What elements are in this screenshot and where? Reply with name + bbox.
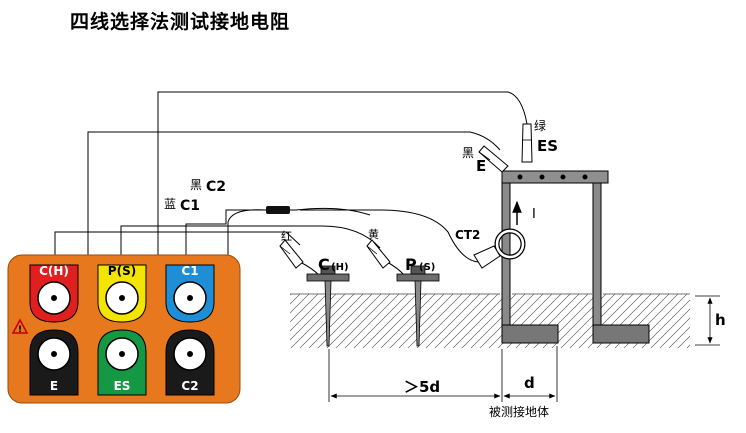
electrode-ch [306, 265, 350, 347]
terminal-e[interactable] [29, 329, 79, 396]
electrode-ps-main-label: P [405, 255, 417, 274]
d-label: d [524, 374, 535, 392]
terminal-ch[interactable] [29, 264, 79, 323]
ct2-label: CT2 [455, 228, 480, 242]
dimension-lines [328, 295, 720, 402]
wire-red-label: 红 [281, 230, 292, 243]
wire-green-label: 绿 [534, 118, 546, 133]
wire-es-label: ES [537, 137, 558, 155]
es-clip [521, 123, 533, 163]
current-label: I [532, 207, 536, 222]
red-clip [279, 239, 304, 269]
terminal-c2[interactable] [165, 329, 215, 396]
wire-c1-label: C1 [180, 198, 200, 214]
terminal-e-label: E [50, 379, 58, 393]
blue-c1-wire [185, 207, 371, 316]
h-label: h [715, 311, 726, 329]
terminal-c1-label: C1 [181, 264, 198, 278]
wire-blue-label: 蓝 [164, 197, 176, 211]
svg-text:!: ! [18, 325, 22, 335]
c2-to-ct2-wire [300, 209, 481, 263]
wire-black-e-label: 黑 [462, 146, 474, 160]
e-clip [478, 145, 509, 173]
warning-icon: ! [11, 318, 29, 335]
terminal-ch-label: C(H) [39, 264, 69, 278]
object-label: 被测接地体 [489, 404, 549, 419]
green-wire [120, 91, 528, 330]
wire-c2-label: C2 [206, 179, 226, 195]
terminal-es-label: ES [114, 379, 131, 393]
terminal-c1[interactable] [165, 264, 215, 323]
electrode-ps [396, 265, 440, 347]
terminal-ps-label: P(S) [108, 264, 136, 278]
electrode-ch-sub-label: (H) [331, 262, 349, 273]
ct2-clamp [473, 228, 526, 269]
electrode-ps-sub-label: (S) [419, 262, 435, 273]
terminal-es[interactable] [97, 329, 147, 396]
page-title: 四线选择法测试接地电阻 [70, 11, 291, 33]
wire-yellow-label: 黄 [368, 227, 379, 241]
inline-connector [266, 206, 290, 214]
meter-panel: ! [7, 254, 241, 404]
wire-black-label: 黑 [190, 178, 202, 192]
yellow-clip [366, 239, 391, 269]
electrode-ch-main-label: C [318, 255, 330, 274]
terminal-ps[interactable] [97, 264, 147, 323]
distance-label: ＞5d [404, 378, 440, 396]
terminal-c2-label: C2 [181, 379, 198, 393]
wire-e-label: E [476, 157, 486, 175]
